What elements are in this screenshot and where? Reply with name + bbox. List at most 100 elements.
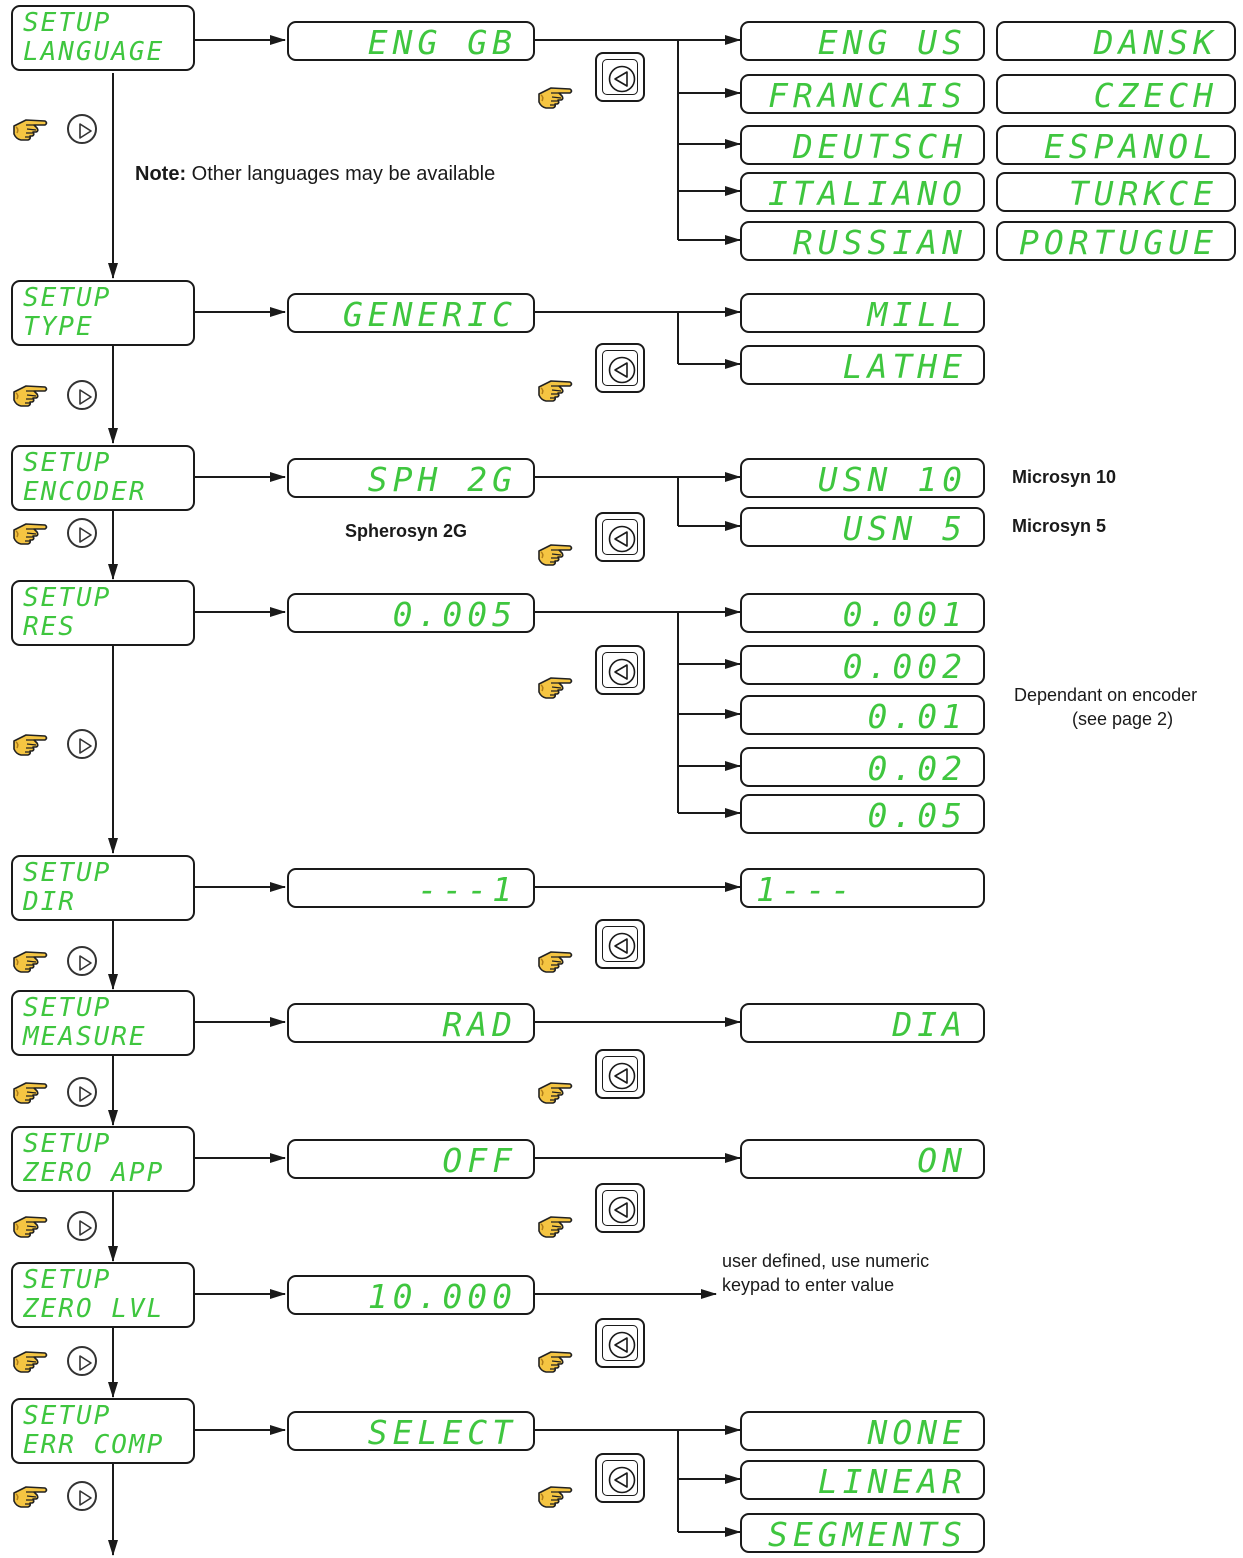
zero-lvl-current-value: 10.000: [287, 1275, 535, 1315]
res-option: 0.05: [740, 794, 985, 834]
menu-line2: MEASURE: [23, 1022, 147, 1052]
right-arrow-key-icon[interactable]: [67, 380, 97, 410]
note-text: Other languages may be available: [186, 163, 496, 185]
res-option: 0.001: [740, 593, 985, 633]
pointing-hand-icon: [12, 1479, 48, 1513]
res-option: 0.002: [740, 645, 985, 685]
language-current-value: ENG GB: [287, 21, 535, 61]
res-option: 0.01: [740, 695, 985, 735]
zero-lvl-note-line2: keypad to enter value: [722, 1275, 895, 1295]
menu-line2: ZERO APP: [23, 1158, 165, 1188]
menu-line1: SETUP: [23, 8, 112, 38]
err-comp-option: NONE: [740, 1411, 985, 1451]
language-option: ITALIANO: [740, 172, 985, 212]
res-current-value: 0.005: [287, 593, 535, 633]
language-extra-option: PORTUGUE: [996, 221, 1236, 261]
menu-line1: SETUP: [23, 583, 112, 613]
measure-current-value: RAD: [287, 1003, 535, 1043]
menu-line2: DIR: [23, 887, 76, 917]
pointing-hand-icon: [537, 80, 573, 114]
right-arrow-key-icon[interactable]: [67, 114, 97, 144]
menu-line2: RES: [23, 612, 76, 642]
res-option: 0.02: [740, 747, 985, 787]
encoder-option: USN 10: [740, 458, 985, 498]
menu-line1: SETUP: [23, 1129, 112, 1159]
left-arrow-key-icon[interactable]: [595, 1183, 645, 1233]
menu-line2: TYPE: [23, 312, 94, 342]
microsyn10-label: Microsyn 10: [1012, 467, 1116, 488]
encoder-value-label: Spherosyn 2G: [345, 521, 468, 541]
language-option: ENG US: [740, 21, 985, 61]
menu-line1: SETUP: [23, 1401, 112, 1431]
type-option: MILL: [740, 293, 985, 333]
pointing-hand-icon: [537, 670, 573, 704]
menu-line1: SETUP: [23, 993, 112, 1023]
err-comp-option: SEGMENTS: [740, 1513, 985, 1553]
right-arrow-key-icon[interactable]: [67, 946, 97, 976]
left-arrow-key-icon[interactable]: [595, 1318, 645, 1368]
menu-line1: SETUP: [23, 448, 112, 478]
pointing-hand-icon: [537, 373, 573, 407]
language-note: Note: Other languages may be available: [135, 163, 495, 186]
language-extra-option: TURKCE: [996, 172, 1236, 212]
language-option: RUSSIAN: [740, 221, 985, 261]
language-extra-option: CZECH: [996, 74, 1236, 114]
encoder-current-value: SPH 2G: [287, 458, 535, 498]
encoder-option-label: Microsyn 5: [1012, 516, 1107, 536]
language-option: FRANCAIS: [740, 74, 985, 114]
dir-option: 1---: [740, 868, 985, 908]
zero-app-current-value: OFF: [287, 1139, 535, 1179]
right-arrow-key-icon[interactable]: [67, 518, 97, 548]
menu-line1: SETUP: [23, 858, 112, 888]
res-note-line1: Dependant on encoder: [1014, 685, 1198, 705]
pointing-hand-icon: [12, 112, 48, 146]
left-arrow-key-icon[interactable]: [595, 1453, 645, 1503]
left-arrow-key-icon[interactable]: [595, 512, 645, 562]
type-option: LATHE: [740, 345, 985, 385]
pointing-hand-icon: [537, 537, 573, 571]
pointing-hand-icon: [12, 516, 48, 550]
left-arrow-key-icon[interactable]: [595, 919, 645, 969]
right-arrow-key-icon[interactable]: [67, 1211, 97, 1241]
err-comp-current-value: SELECT: [287, 1411, 535, 1451]
encoder-option: USN 5: [740, 507, 985, 547]
menu-line2: ERR COMP: [23, 1430, 165, 1460]
left-arrow-key-icon[interactable]: [595, 1049, 645, 1099]
spherosyn-label: Spherosyn 2G: [345, 521, 467, 542]
microsyn5-label: Microsyn 5: [1012, 516, 1106, 537]
res-note-line2: (see page 2): [1072, 709, 1174, 729]
pointing-hand-icon: [537, 944, 573, 978]
right-arrow-key-icon[interactable]: [67, 1077, 97, 1107]
note-label: Note:: [135, 163, 187, 185]
pointing-hand-icon: [537, 1479, 573, 1513]
menu-line2: LANGUAGE: [23, 37, 165, 67]
type-current-value: GENERIC: [287, 293, 535, 333]
pointing-hand-icon: [537, 1075, 573, 1109]
menu-line2: ZERO LVL: [23, 1294, 165, 1324]
menu-line2: ENCODER: [23, 477, 147, 507]
left-arrow-key-icon[interactable]: [595, 52, 645, 102]
right-arrow-key-icon[interactable]: [67, 1481, 97, 1511]
measure-option: DIA: [740, 1003, 985, 1043]
err-comp-option: LINEAR: [740, 1460, 985, 1500]
left-arrow-key-icon[interactable]: [595, 645, 645, 695]
left-arrow-key-icon[interactable]: [595, 343, 645, 393]
zero-app-option: ON: [740, 1139, 985, 1179]
language-option: DEUTSCH: [740, 125, 985, 165]
pointing-hand-icon: [537, 1209, 573, 1243]
right-arrow-key-icon[interactable]: [67, 1346, 97, 1376]
pointing-hand-icon: [12, 1209, 48, 1243]
right-arrow-key-icon[interactable]: [67, 729, 97, 759]
language-extra-option: ESPANOL: [996, 125, 1236, 165]
language-extra-option: DANSK: [996, 21, 1236, 61]
